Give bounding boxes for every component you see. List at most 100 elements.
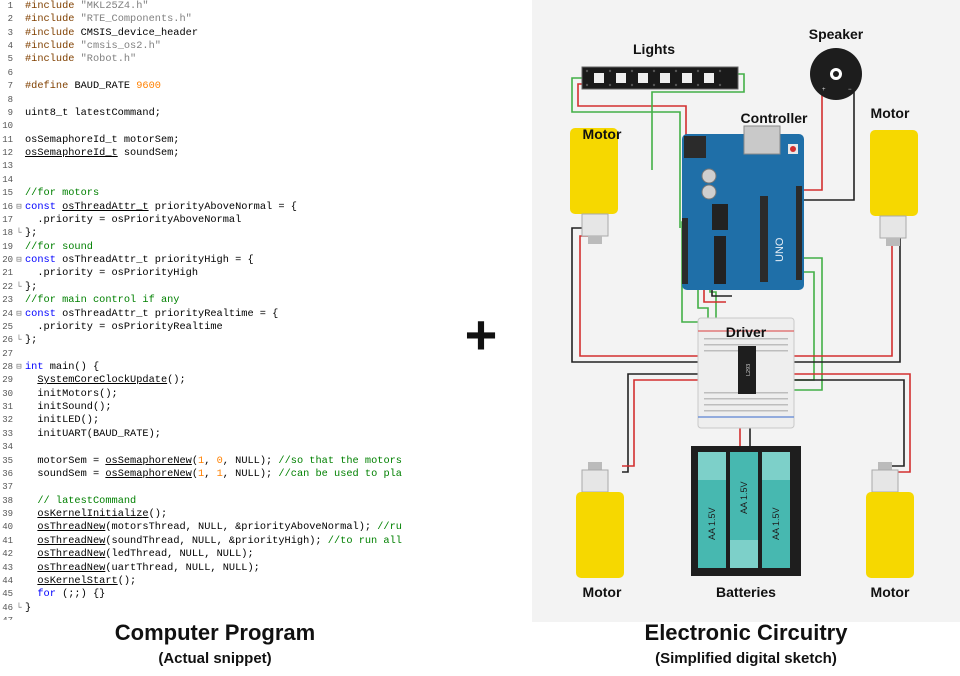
- code-line: 38 // latestCommand: [0, 495, 136, 508]
- code-line: 12 osSemaphoreId_t soundSem;: [0, 147, 179, 160]
- line-number: 24: [2, 308, 13, 319]
- line-number: 13: [2, 161, 13, 172]
- line-number: 10: [2, 121, 13, 132]
- line-number: 21: [2, 268, 13, 279]
- code-token: const: [25, 254, 63, 267]
- fold-marker: [13, 13, 25, 26]
- code-token: //for sound: [25, 240, 93, 253]
- code-token: #include: [25, 53, 81, 66]
- code-token: osSemaphoreId_t: [25, 147, 118, 160]
- code-line: 46└}: [0, 602, 31, 615]
- line-number: 44: [2, 575, 13, 586]
- code-token: }: [25, 601, 32, 614]
- fold-marker: [13, 94, 25, 107]
- code-token: ,: [204, 454, 217, 467]
- line-number: 7: [7, 81, 13, 92]
- line-number: 15: [2, 188, 13, 199]
- fold-marker[interactable]: ⊟: [16, 255, 22, 266]
- code-token: .priority = osPriorityRealtime: [25, 320, 223, 333]
- code-token: int: [25, 360, 50, 373]
- code-token: 1: [216, 467, 223, 480]
- fold-marker: [13, 80, 25, 93]
- code-token: osThreadAttr_t priorityRealtime = {: [62, 307, 279, 320]
- fold-marker: [13, 40, 25, 53]
- code-token: , NULL);: [222, 467, 279, 480]
- code-token: #include: [25, 0, 81, 12]
- code-line: 11 osSemaphoreId_t motorSem;: [0, 134, 179, 147]
- line-number: 6: [7, 67, 13, 78]
- code-line: 14: [0, 174, 25, 187]
- line-number: 43: [2, 562, 13, 573]
- code-line: 24⊟const osThreadAttr_t priorityRealtime…: [0, 308, 278, 321]
- line-number: 22: [2, 281, 13, 292]
- code-line: 25 .priority = osPriorityRealtime: [0, 321, 223, 334]
- fold-marker: [13, 134, 25, 147]
- led-strip: [581, 66, 739, 90]
- line-number: 3: [7, 27, 13, 38]
- label-motor-bottom-left: Motor: [583, 584, 622, 600]
- fold-marker: [13, 0, 25, 13]
- line-number: 40: [2, 522, 13, 533]
- code-token: //ru: [377, 521, 402, 534]
- fold-marker: [13, 388, 25, 401]
- fold-marker: └: [16, 281, 22, 292]
- code-token: initSound();: [25, 401, 112, 414]
- code-token: (motorsThread, NULL, &priorityAboveNorma…: [105, 521, 378, 534]
- fold-marker: └: [16, 602, 22, 613]
- wire: [651, 73, 745, 170]
- fold-marker: └: [16, 335, 22, 346]
- code-token: soundSem;: [117, 147, 180, 160]
- line-number: 35: [2, 455, 13, 466]
- code-line: 44 osKernelStart();: [0, 575, 136, 588]
- fold-marker[interactable]: ⊟: [16, 361, 22, 372]
- fold-marker: [13, 107, 25, 120]
- code-token: [25, 495, 37, 507]
- fold-marker[interactable]: ⊟: [16, 201, 22, 212]
- line-number: 5: [7, 54, 13, 65]
- code-line: 26└};: [0, 334, 37, 347]
- code-token: #include: [25, 40, 81, 53]
- line-number: 12: [2, 148, 13, 159]
- code-token: #include: [25, 13, 81, 26]
- fold-marker: [13, 147, 25, 160]
- label-batteries: Batteries: [716, 584, 776, 600]
- code-token: osSemaphoreId_t motorSem;: [25, 133, 180, 146]
- line-number: 29: [2, 375, 13, 386]
- code-token: (: [191, 454, 199, 467]
- fold-marker: [13, 120, 25, 133]
- battery-pack: AA 1.5V AA 1.5V AA 1.5V: [691, 446, 801, 576]
- fold-marker: [13, 562, 25, 575]
- code-line: 21 .priority = osPriorityHigh: [0, 267, 198, 280]
- code-token: const: [25, 200, 63, 213]
- code-line: 18└};: [0, 227, 37, 240]
- plus-sign: +: [464, 303, 498, 366]
- code-line: 42 osThreadNew(ledThread, NULL, NULL);: [0, 548, 253, 561]
- line-number: 32: [2, 415, 13, 426]
- battery-label: AA 1.5V: [771, 507, 781, 540]
- line-number: 31: [2, 402, 13, 413]
- code-token: };: [25, 334, 38, 347]
- line-number: 37: [2, 482, 13, 493]
- line-number: 19: [2, 241, 13, 252]
- code-token: osSemaphoreNew: [105, 467, 192, 480]
- code-line: 47: [0, 615, 25, 620]
- battery-label: AA 1.5V: [739, 481, 749, 514]
- line-number: 27: [2, 348, 13, 359]
- fold-marker[interactable]: ⊟: [16, 308, 22, 319]
- code-line: 41 osThreadNew(soundThread, NULL, &prior…: [0, 535, 402, 548]
- caption-left-title: Computer Program: [114, 620, 316, 645]
- code-line: 9 uint8_t latestCommand;: [0, 107, 161, 120]
- code-token: 1: [198, 454, 205, 467]
- wire: [794, 92, 855, 201]
- battery-label: AA 1.5V: [707, 507, 717, 540]
- code-line: 43 osThreadNew(uartThread, NULL, NULL);: [0, 562, 260, 575]
- code-line: 37: [0, 481, 25, 494]
- fold-marker: [13, 548, 25, 561]
- caption-right-subtitle: (Simplified digital sketch): [655, 650, 837, 667]
- code-token: osThreadNew: [37, 561, 106, 574]
- fold-marker: [13, 441, 25, 454]
- label-motor-top-right: Motor: [871, 105, 910, 121]
- code-token: osThreadNew: [37, 534, 106, 547]
- caption-left-subtitle: (Actual snippet): [158, 650, 272, 667]
- code-line: 6: [0, 67, 25, 80]
